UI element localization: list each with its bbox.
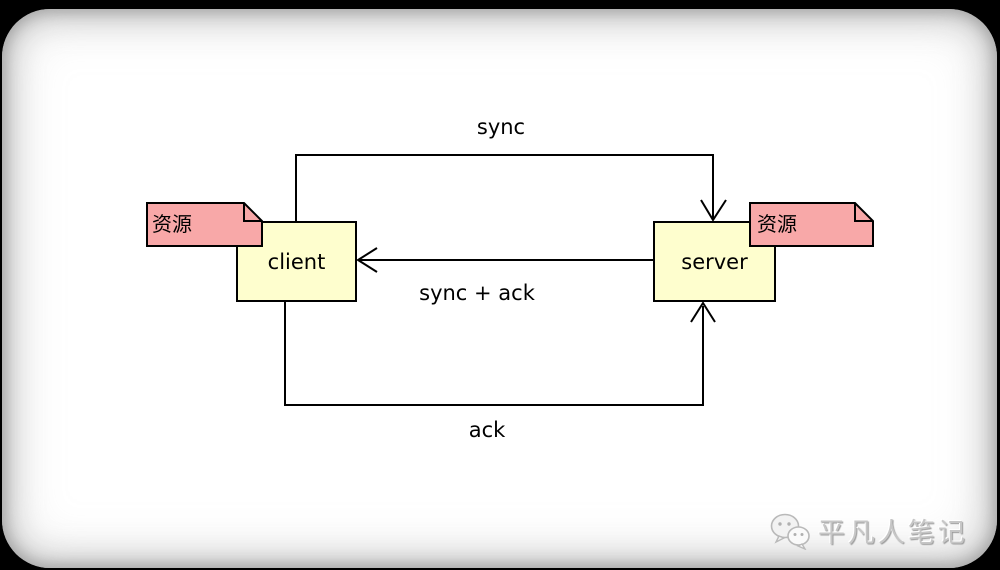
edge-syncack-label: sync + ack (419, 281, 535, 305)
edge-ack-line (284, 302, 704, 406)
edge-ack-arrowhead (690, 301, 716, 323)
edge-sync-line (295, 154, 714, 221)
edge-sync-label: sync (476, 115, 526, 139)
edge-ack-label: ack (468, 418, 506, 442)
watermark: 平凡人笔记 (769, 511, 968, 550)
note-server-label: 资源 (757, 212, 797, 236)
note-client-label: 资源 (152, 212, 192, 236)
diagram-canvas (2, 9, 997, 568)
node-server-label: server (681, 249, 748, 274)
node-client: client (236, 221, 357, 302)
wechat-icon (770, 513, 810, 550)
edge-sync-arrowhead (700, 199, 727, 222)
watermark-text: 平凡人笔记 (818, 518, 968, 549)
edge-syncack-arrowhead (356, 247, 378, 273)
node-client-label: client (267, 249, 326, 274)
